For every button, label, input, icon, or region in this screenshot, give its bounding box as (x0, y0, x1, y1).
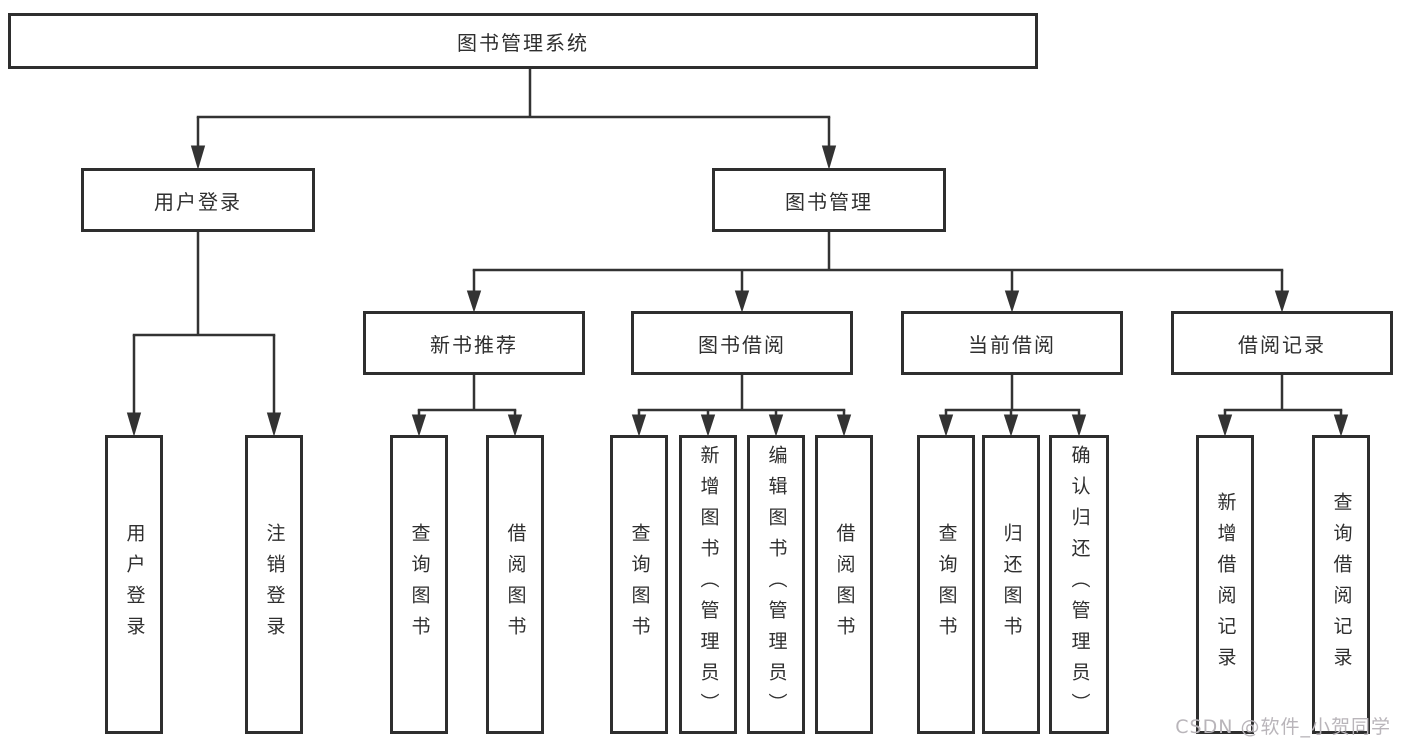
node-label: 查询图书 (628, 522, 651, 647)
node-leaf-query-books-recommend: 查询图书 (390, 435, 448, 734)
node-leaf-add-borrow-record: 新增借阅记录 (1196, 435, 1254, 734)
node-label: 借阅图书 (833, 522, 856, 647)
node-book-borrowing: 图书借阅 (631, 311, 853, 375)
node-label: 查询借阅记录 (1330, 491, 1353, 678)
node-label: 用户登录 (154, 189, 242, 214)
node-leaf-add-book-admin: 新增图书（管理员） (679, 435, 737, 734)
connector-book-borrowing-to-leaves (631, 375, 852, 437)
node-label: 图书管理 (785, 189, 873, 214)
node-leaf-query-books-current: 查询图书 (917, 435, 975, 734)
node-new-book-recommend: 新书推荐 (363, 311, 585, 375)
connector-new-book-recommend-to-leaves (411, 375, 523, 437)
node-leaf-user-login: 用户登录 (105, 435, 163, 734)
node-label: 归还图书 (1000, 522, 1023, 647)
connector-borrowing-records-to-leaves (1217, 375, 1349, 437)
node-label: 注销登录 (263, 522, 286, 647)
node-label: 新增图书（管理员） (697, 445, 720, 724)
node-library-system: 图书管理系统 (8, 13, 1038, 69)
node-label: 图书管理系统 (457, 30, 589, 55)
node-label: 借阅图书 (504, 522, 527, 647)
node-label: 借阅记录 (1238, 332, 1326, 357)
connector-root-to-level2 (190, 69, 837, 170)
connector-book-management-to-level3 (466, 232, 1290, 313)
node-label: 查询图书 (408, 522, 431, 647)
node-leaf-return-book: 归还图书 (982, 435, 1040, 734)
node-leaf-confirm-return-admin: 确认归还（管理员） (1049, 435, 1109, 734)
node-label: 新书推荐 (430, 332, 518, 357)
node-leaf-borrow-books-recommend: 借阅图书 (486, 435, 544, 734)
node-leaf-logout: 注销登录 (245, 435, 303, 734)
connector-current-borrowing-to-leaves (938, 375, 1087, 437)
node-borrowing-records: 借阅记录 (1171, 311, 1393, 375)
node-label: 用户登录 (123, 522, 146, 647)
node-leaf-query-books-borrowing: 查询图书 (610, 435, 668, 734)
node-leaf-query-borrow-record: 查询借阅记录 (1312, 435, 1370, 734)
node-book-management: 图书管理 (712, 168, 946, 232)
node-label: 当前借阅 (968, 332, 1056, 357)
node-label: 新增借阅记录 (1214, 491, 1237, 678)
node-leaf-borrow-books-borrowing: 借阅图书 (815, 435, 873, 734)
connector-user-login-to-leaves (126, 232, 282, 437)
watermark: CSDN @软件_小贺同学 (1175, 716, 1391, 738)
node-leaf-edit-book-admin: 编辑图书（管理员） (747, 435, 805, 734)
node-current-borrowing: 当前借阅 (901, 311, 1123, 375)
node-label: 图书借阅 (698, 332, 786, 357)
node-label: 编辑图书（管理员） (765, 445, 788, 724)
node-label: 查询图书 (935, 522, 958, 647)
node-label: 确认归还（管理员） (1068, 445, 1091, 724)
node-user-login-group: 用户登录 (81, 168, 315, 232)
